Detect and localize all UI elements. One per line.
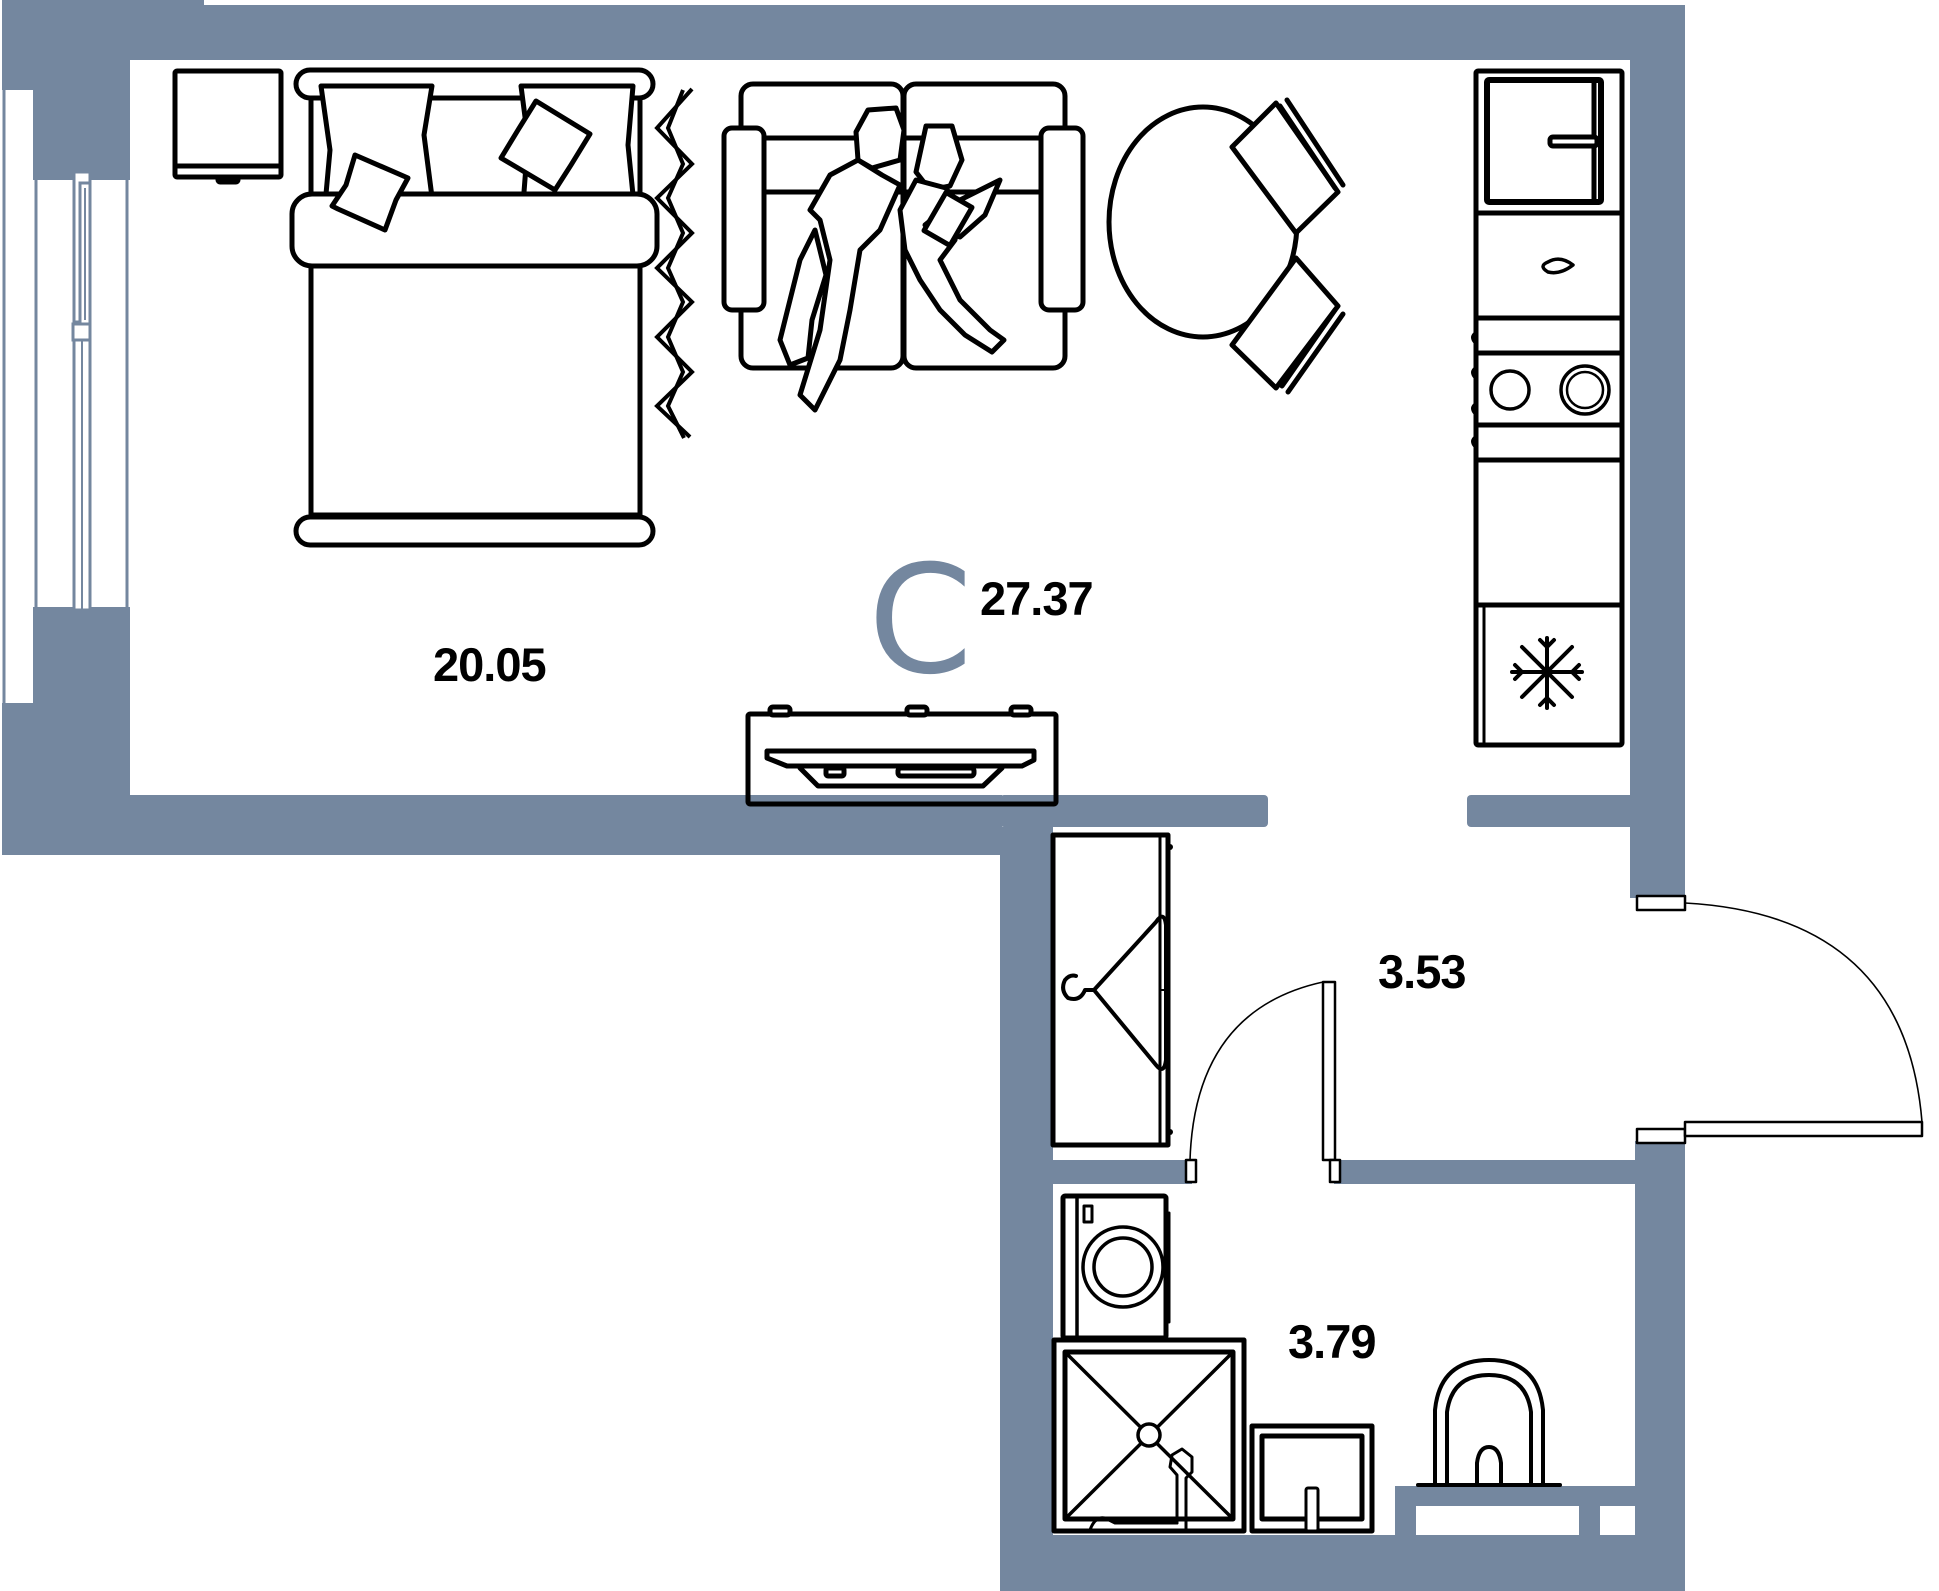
snowflake-icon xyxy=(1510,636,1584,710)
washbasin xyxy=(1249,1423,1375,1534)
chair xyxy=(1229,255,1346,395)
tv-console xyxy=(745,704,1059,807)
total-area-label: 27.37 xyxy=(980,572,1094,625)
room-area-bathroom: 3.79 xyxy=(1288,1315,1376,1368)
room-area-living-room: 20.05 xyxy=(433,638,547,691)
room-area-hallway: 3.53 xyxy=(1378,945,1466,998)
faucet-drop-icon xyxy=(1541,257,1575,275)
bathroom-door[interactable] xyxy=(1184,980,1342,1184)
folding-screen xyxy=(654,87,695,439)
apartment-type-letter: C xyxy=(868,534,973,708)
kitchen-counter xyxy=(1473,68,1625,748)
people-on-sofa xyxy=(777,105,1007,413)
clothes-hanger xyxy=(1061,914,1168,1071)
double-bed xyxy=(289,67,660,548)
walls xyxy=(2,0,1685,1591)
window xyxy=(2,90,129,703)
chair xyxy=(1229,97,1346,236)
shower-tray xyxy=(1051,1337,1247,1534)
wardrobe xyxy=(1050,832,1173,1148)
entry-door[interactable] xyxy=(1635,894,1924,1145)
stove xyxy=(1471,331,1611,449)
kitchen-sink xyxy=(1484,77,1604,205)
toilet xyxy=(1416,1358,1562,1487)
washing-machine xyxy=(1060,1193,1171,1341)
nightstand xyxy=(172,68,284,185)
tv xyxy=(764,748,1037,789)
